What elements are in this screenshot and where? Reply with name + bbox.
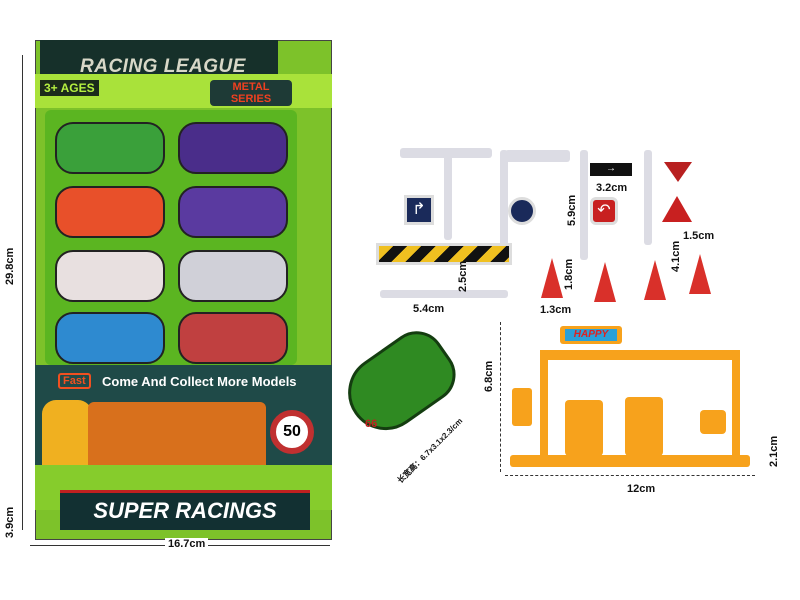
u-turn-sign: ↶ [590, 197, 618, 225]
triangle-height-label: 4.1cm [670, 240, 682, 272]
sign-width-label: 3.2cm [596, 182, 628, 194]
station-height-label: 6.8cm [483, 360, 495, 392]
station-width-line [505, 475, 755, 476]
arrow-sign-post [580, 150, 588, 260]
sign-height-label: 5.9cm [566, 194, 578, 226]
box-width-label: 16.7cm [165, 538, 209, 550]
fuel-pump [565, 400, 603, 456]
barrier [376, 243, 512, 265]
station-pillar [732, 350, 740, 460]
toy-car [55, 250, 165, 302]
box-depth-label: 3.9cm [4, 506, 16, 538]
tagline: Come And Collect More Models [102, 374, 297, 389]
cone-width-label: 1.3cm [540, 304, 572, 316]
badge-line: SERIES [230, 93, 272, 105]
box-title: RACING LEAGUE [80, 56, 246, 77]
fast-logo: Fast [58, 373, 91, 389]
badge-line: METAL [232, 81, 270, 93]
toy-car [178, 122, 288, 174]
warning-triangle-sign [662, 196, 692, 222]
happy-sign: HAPPY [565, 329, 617, 341]
toy-car [55, 186, 165, 238]
direction-sign: ↱ [404, 195, 434, 225]
traffic-cone [644, 260, 666, 300]
construction-sign [42, 400, 92, 465]
triangle-sign-post [644, 150, 652, 245]
sign-arm [505, 150, 570, 162]
station-height-line [500, 322, 501, 472]
cone-height-label: 1.8cm [563, 258, 575, 290]
fuel-pump [625, 397, 663, 456]
traffic-cone [689, 254, 711, 294]
toy-car [178, 186, 288, 238]
barrier-base [380, 290, 508, 298]
barrier-width-label: 5.4cm [413, 303, 445, 315]
station-base [510, 455, 750, 467]
age-badge: 3+ AGES [40, 80, 99, 96]
super-racing-title: SUPER RACINGS [60, 490, 310, 530]
triangle-width-label: 1.5cm [683, 230, 715, 242]
box-header [40, 40, 278, 78]
car-size-label: 长宽高：6.7x3.1x2.3/cm [395, 416, 465, 486]
barrier-height-label: 2.5cm [457, 260, 469, 292]
station-depth-label: 2.1cm [768, 435, 780, 467]
toy-car [55, 312, 165, 364]
box-height-label: 29.8cm [4, 247, 16, 285]
bicycle-sign [508, 197, 536, 225]
sign-post [500, 150, 508, 265]
toy-car [178, 250, 288, 302]
traffic-cone [594, 262, 616, 302]
triangle-sign [664, 162, 692, 182]
arrow-sign: → [590, 163, 632, 176]
toy-car [55, 122, 165, 174]
speed-limit-sign: 50 [270, 410, 314, 454]
height-line [22, 55, 23, 530]
station-canopy [540, 350, 740, 360]
toy-car [178, 312, 288, 364]
air-pump [700, 410, 726, 434]
side-sign [512, 388, 532, 426]
traffic-cone [541, 258, 563, 298]
lamp-post-pole [444, 150, 452, 240]
station-pillar [540, 350, 548, 460]
station-width-label: 12cm [627, 483, 656, 495]
car-number: 66 [365, 418, 378, 430]
